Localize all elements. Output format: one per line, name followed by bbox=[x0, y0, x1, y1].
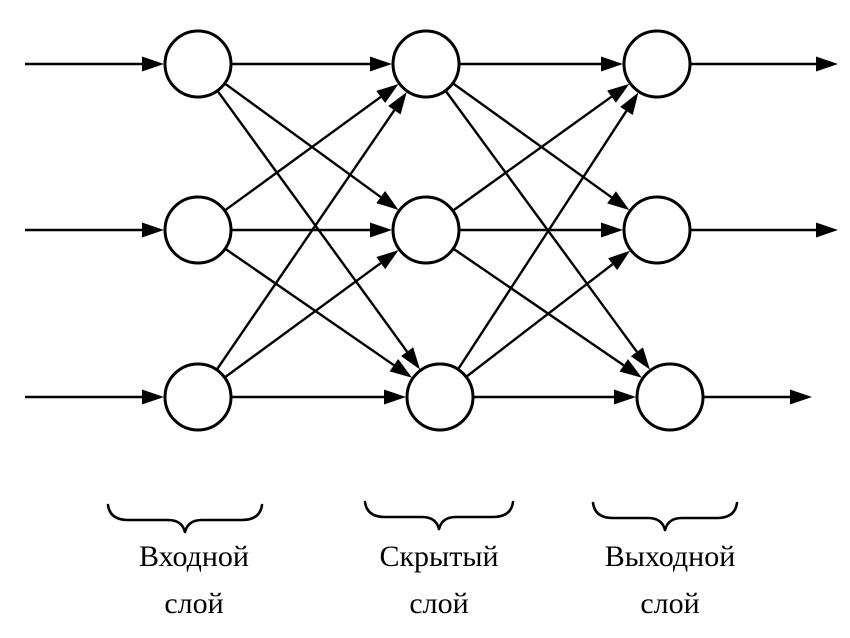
edge-hidden3-to-output1 bbox=[457, 92, 639, 371]
output-neuron-3 bbox=[635, 362, 705, 432]
edge-input3-to-hidden3 bbox=[231, 389, 406, 405]
output-arrow-2-head bbox=[816, 222, 838, 238]
edge-hidden3-to-output3-head bbox=[614, 389, 636, 405]
input-neuron-3 bbox=[163, 362, 233, 432]
output-arrow-2 bbox=[690, 222, 838, 238]
output-layer-caption: Выходной слой bbox=[591, 501, 739, 620]
edge-hidden2-to-output1-head bbox=[607, 83, 630, 103]
output-layer-brace bbox=[591, 501, 739, 532]
edge-hidden3-to-output1-line bbox=[457, 110, 628, 371]
output-neuron-1 bbox=[622, 29, 692, 99]
output-arrow-1-head bbox=[816, 56, 838, 72]
hidden-neuron-3 bbox=[405, 362, 475, 432]
output-neuron-2 bbox=[622, 195, 692, 265]
input-arrow-3-head bbox=[142, 389, 164, 405]
edge-input3-to-hidden1 bbox=[215, 92, 407, 371]
edge-input3-to-hidden2 bbox=[223, 250, 399, 379]
edge-input1-to-hidden3-line bbox=[216, 89, 409, 353]
hidden-layer-label-line2: слой bbox=[409, 587, 468, 620]
edge-input2-to-hidden3-head bbox=[389, 359, 413, 378]
edge-input1-to-hidden2-head bbox=[376, 190, 399, 210]
input-layer-caption: Входной слой bbox=[106, 503, 264, 620]
output-layer-label-line2: слой bbox=[640, 587, 699, 620]
edge-input3-to-hidden3-head bbox=[384, 389, 406, 405]
edge-hidden1-to-output3-line bbox=[444, 89, 638, 353]
edge-input2-to-hidden1 bbox=[223, 84, 399, 212]
edge-input1-to-hidden2-line bbox=[223, 82, 382, 199]
edge-input2-to-hidden2-head bbox=[370, 222, 392, 238]
output-arrow-1 bbox=[690, 56, 838, 72]
edge-hidden2-to-output1-line bbox=[452, 95, 613, 212]
edge-hidden1-to-output2-line bbox=[452, 82, 613, 199]
hidden-neuron-1 bbox=[391, 29, 461, 99]
input-arrow-2-head bbox=[142, 222, 164, 238]
input-arrow-2 bbox=[25, 222, 164, 238]
edge-input2-to-hidden1-head bbox=[376, 84, 399, 104]
input-neuron-1 bbox=[163, 29, 233, 99]
edge-hidden3-to-output1-head bbox=[620, 92, 639, 116]
edge-hidden3-to-output2 bbox=[465, 250, 631, 378]
edge-input1-to-hidden1 bbox=[231, 56, 392, 72]
edge-hidden1-to-output2 bbox=[452, 82, 630, 211]
input-layer-brace bbox=[106, 503, 264, 534]
edge-input3-to-hidden2-head bbox=[376, 250, 399, 270]
input-arrow-3 bbox=[25, 389, 164, 405]
output-arrow-3-head bbox=[790, 389, 812, 405]
edge-hidden1-to-output2-head bbox=[607, 191, 630, 211]
input-arrow-1-head bbox=[142, 56, 164, 72]
edge-input2-to-hidden3 bbox=[224, 247, 413, 378]
edge-hidden1-to-output1 bbox=[459, 56, 623, 72]
edge-input1-to-hidden1-head bbox=[370, 56, 392, 72]
edge-hidden2-to-output3-line bbox=[452, 247, 625, 367]
neurons-group bbox=[163, 29, 705, 432]
edge-hidden2-to-output1 bbox=[452, 83, 630, 212]
hidden-layer-caption: Скрытый слой bbox=[363, 500, 515, 620]
edge-hidden2-to-output3 bbox=[452, 247, 642, 378]
edge-input3-to-hidden2-line bbox=[223, 262, 382, 379]
input-layer-label-line2: слой bbox=[164, 587, 223, 620]
edge-hidden1-to-output3 bbox=[444, 89, 650, 370]
edge-input1-to-hidden2 bbox=[223, 82, 399, 210]
edge-hidden2-to-output3-head bbox=[619, 359, 642, 378]
input-arrow-1 bbox=[25, 56, 164, 72]
hidden-layer-brace bbox=[363, 500, 515, 531]
edge-hidden2-to-output2-head bbox=[601, 222, 623, 238]
edge-input2-to-hidden1-line bbox=[223, 95, 382, 212]
output-layer-label-line1: Выходной bbox=[605, 540, 736, 573]
input-layer-label-line1: Входной bbox=[139, 540, 249, 573]
edge-input3-to-hidden1-line bbox=[215, 109, 396, 371]
edge-input1-to-hidden3-head bbox=[401, 347, 421, 370]
hidden-neuron-2 bbox=[391, 195, 461, 265]
output-arrow-3 bbox=[703, 389, 812, 405]
edge-input2-to-hidden3-line bbox=[224, 247, 395, 367]
hidden-layer-label-line1: Скрытый bbox=[379, 540, 498, 573]
edge-hidden2-to-output2 bbox=[459, 222, 623, 238]
edge-input2-to-hidden2 bbox=[231, 222, 392, 238]
connections-group bbox=[25, 56, 838, 405]
edge-input3-to-hidden1-head bbox=[388, 92, 407, 115]
input-neuron-2 bbox=[163, 195, 233, 265]
edge-hidden3-to-output2-head bbox=[608, 250, 631, 271]
edge-hidden3-to-output3 bbox=[473, 389, 636, 405]
edge-hidden1-to-output1-head bbox=[601, 56, 623, 72]
edge-hidden3-to-output2-line bbox=[465, 263, 614, 378]
edge-hidden1-to-output3-head bbox=[630, 347, 650, 370]
edge-input1-to-hidden3 bbox=[216, 89, 421, 370]
